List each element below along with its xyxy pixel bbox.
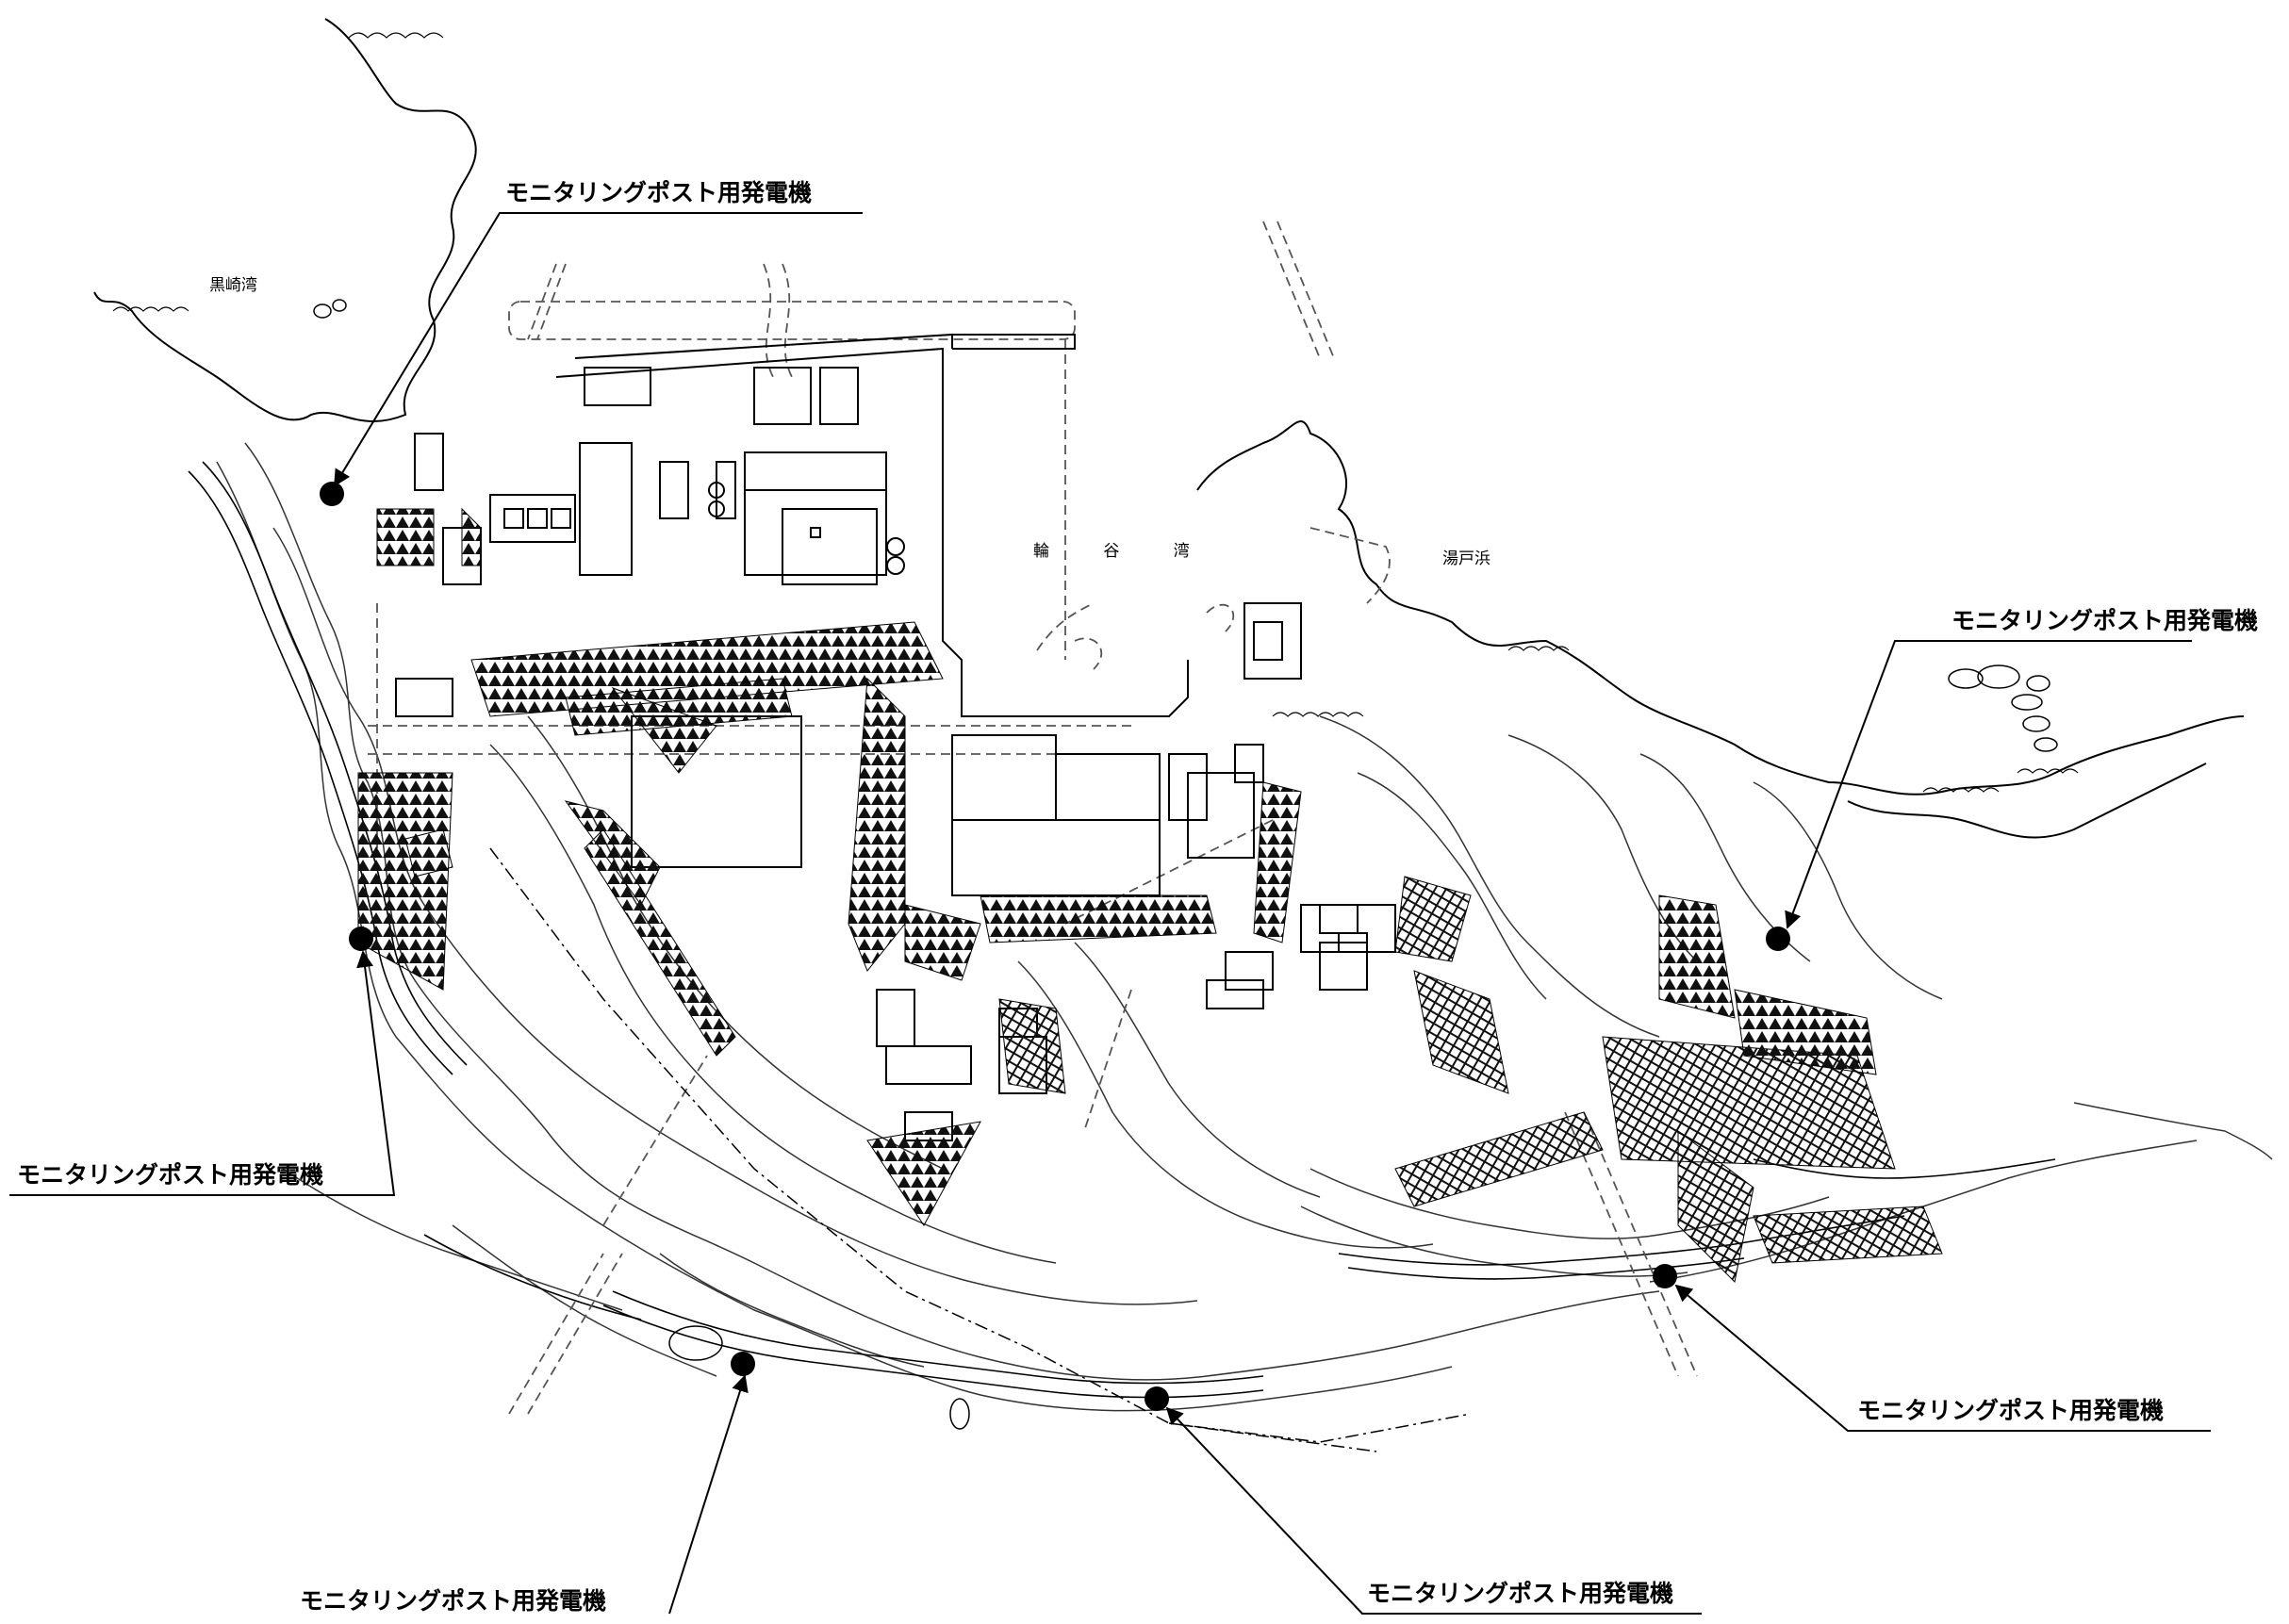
generator-marker (731, 1352, 755, 1376)
generator-marker (1653, 1264, 1677, 1288)
place-yutohama: 湯戸浜 (1442, 550, 1490, 568)
generator-markers (320, 482, 1790, 1411)
callout-label-s-center: モニタリングポスト用発電機 (1367, 1580, 1674, 1607)
islands (313, 299, 2058, 1430)
place-wadani-bay: 輪 谷 湾 (1033, 542, 1214, 561)
place-kurosaki-bay: 黒崎湾 (209, 276, 257, 295)
plant-area (395, 333, 1396, 1141)
dashed-lines (368, 221, 1698, 1415)
slope-hatching (357, 507, 1943, 1284)
callout-label-w: モニタリングポスト用発電機 (17, 1161, 324, 1189)
roads (188, 461, 2056, 1399)
coastline (93, 18, 2245, 839)
generator-marker (320, 482, 344, 506)
callout-leaders (9, 212, 2211, 1615)
transmission-line (489, 847, 1472, 1452)
generator-marker (1144, 1386, 1169, 1411)
callout-label-se: モニタリングポスト用発電機 (1857, 1397, 2165, 1424)
callout-label-nw: モニタリングポスト用発電機 (505, 179, 813, 206)
callout-label-ne: モニタリングポスト用発電機 (1951, 607, 2259, 634)
terrain-contours (216, 442, 2273, 1412)
callout-label-s-left: モニタリングポスト用発電機 (300, 1587, 607, 1615)
shoreline-scallops (112, 32, 2079, 793)
generator-marker (1766, 927, 1790, 951)
generator-marker (349, 927, 373, 951)
